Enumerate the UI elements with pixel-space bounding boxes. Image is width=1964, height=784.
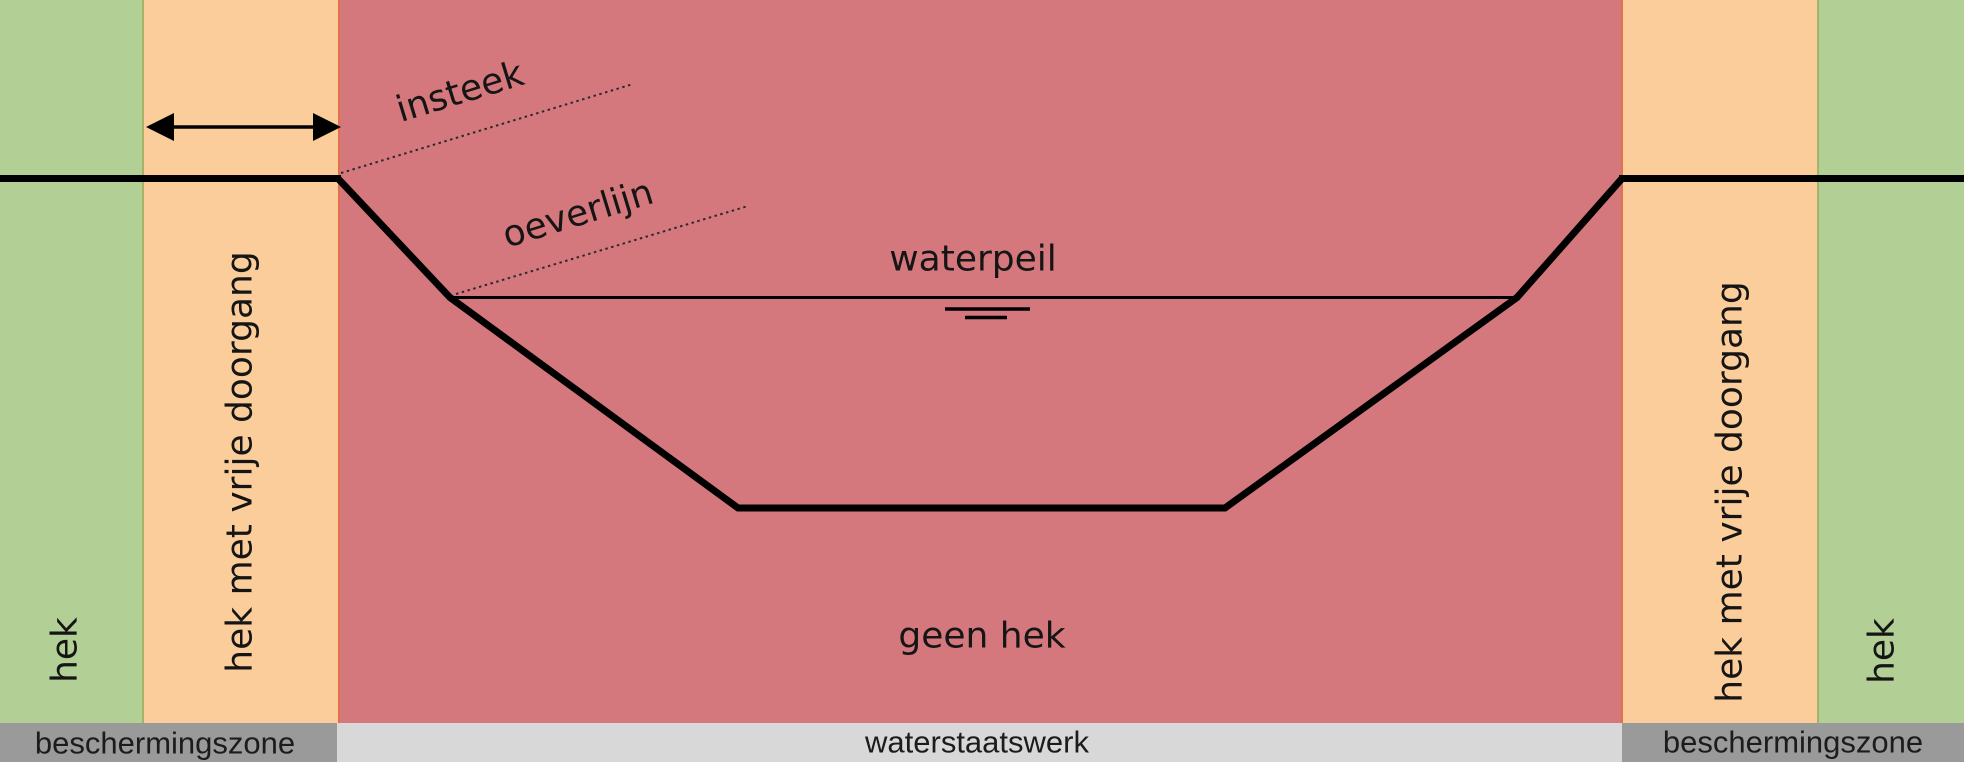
- footer-bar-beschermingszone-right: [1622, 723, 1964, 762]
- water-level-symbol: [945, 307, 1030, 320]
- zone-width-arrow: [146, 113, 341, 141]
- hek-met-vrije-doorgang-label-left: hek met vrije doorgang: [220, 251, 261, 672]
- waterstaatswerk-label: waterstaatswerk: [864, 725, 1089, 760]
- channel-profile-outline: [335, 176, 1625, 512]
- zone-width-arrow-head-left: [146, 113, 174, 141]
- footer-bar-beschermingszone-left: [0, 723, 337, 762]
- oeverlijn-dotted-leader-line: [455, 205, 749, 295]
- hek-label-right: hek: [1862, 618, 1903, 684]
- hek-met-vrije-doorgang-label-right: hek met vrije doorgang: [1710, 281, 1751, 702]
- hek-label-left: hek: [45, 617, 86, 683]
- zone-orange-left: [143, 0, 339, 723]
- beschermingszone-label-left: beschermingszone: [35, 726, 295, 761]
- waterpeil-label: waterpeil: [889, 239, 1057, 280]
- zone-green-right: [1818, 0, 1964, 723]
- zone-width-arrow-head-right: [313, 113, 341, 141]
- geen-hek-label: geen hek: [898, 616, 1065, 657]
- zone-orange-right: [1622, 0, 1818, 723]
- footer-bar-waterstaatswerk: [337, 723, 1622, 762]
- zone-red-center: [339, 0, 1622, 723]
- beschermingszone-label-right: beschermingszone: [1663, 725, 1923, 760]
- insteek-dotted-leader-line: [340, 83, 634, 174]
- zone-green-left: [0, 0, 143, 723]
